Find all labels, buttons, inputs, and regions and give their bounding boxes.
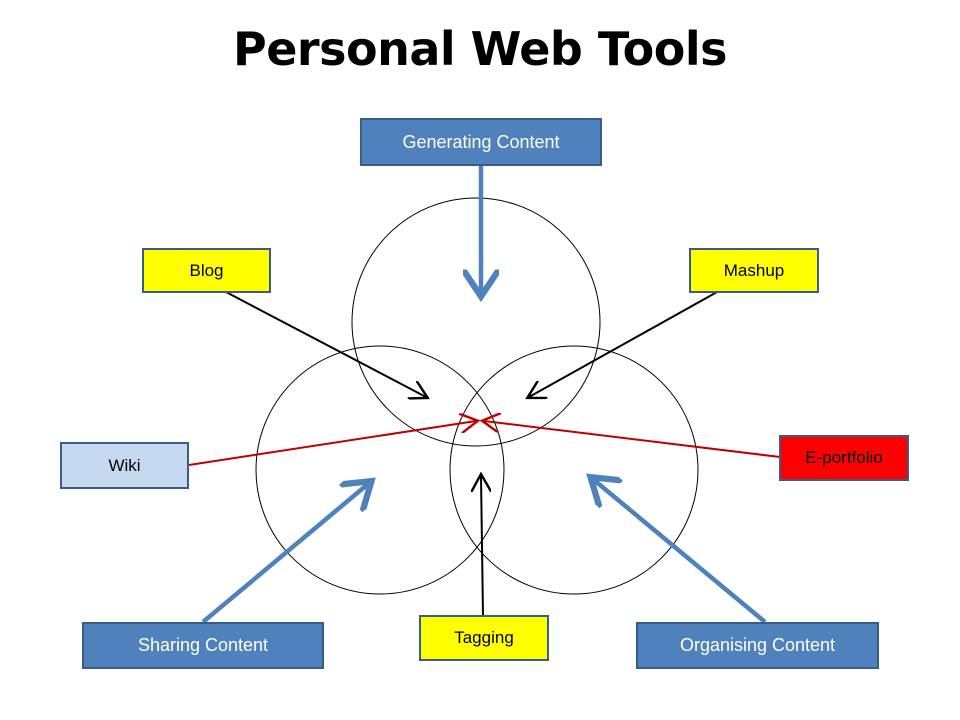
mashup-box: Mashup <box>689 248 819 293</box>
wiki-box: Wiki <box>60 442 189 489</box>
circle-generating <box>351 197 601 447</box>
arrow-blog <box>225 291 426 397</box>
eportfolio-box: E-portfolio <box>779 435 909 481</box>
arrow-organising <box>594 480 767 624</box>
arrow-eportfolio <box>484 421 781 458</box>
arrow-wiki <box>188 421 476 466</box>
arrow-tagging <box>481 476 483 617</box>
tagging-box: Tagging <box>419 615 549 661</box>
arrow-sharing <box>201 484 368 624</box>
circle-organising <box>449 345 699 595</box>
generating-content-box: Generating Content <box>360 118 602 166</box>
arrow-mashup <box>529 291 718 397</box>
organising-content-box: Organising Content <box>636 622 879 669</box>
blog-box: Blog <box>142 248 271 293</box>
page-title: Personal Web Tools <box>232 22 728 76</box>
sharing-content-box: Sharing Content <box>82 622 324 669</box>
circle-sharing <box>255 345 505 595</box>
